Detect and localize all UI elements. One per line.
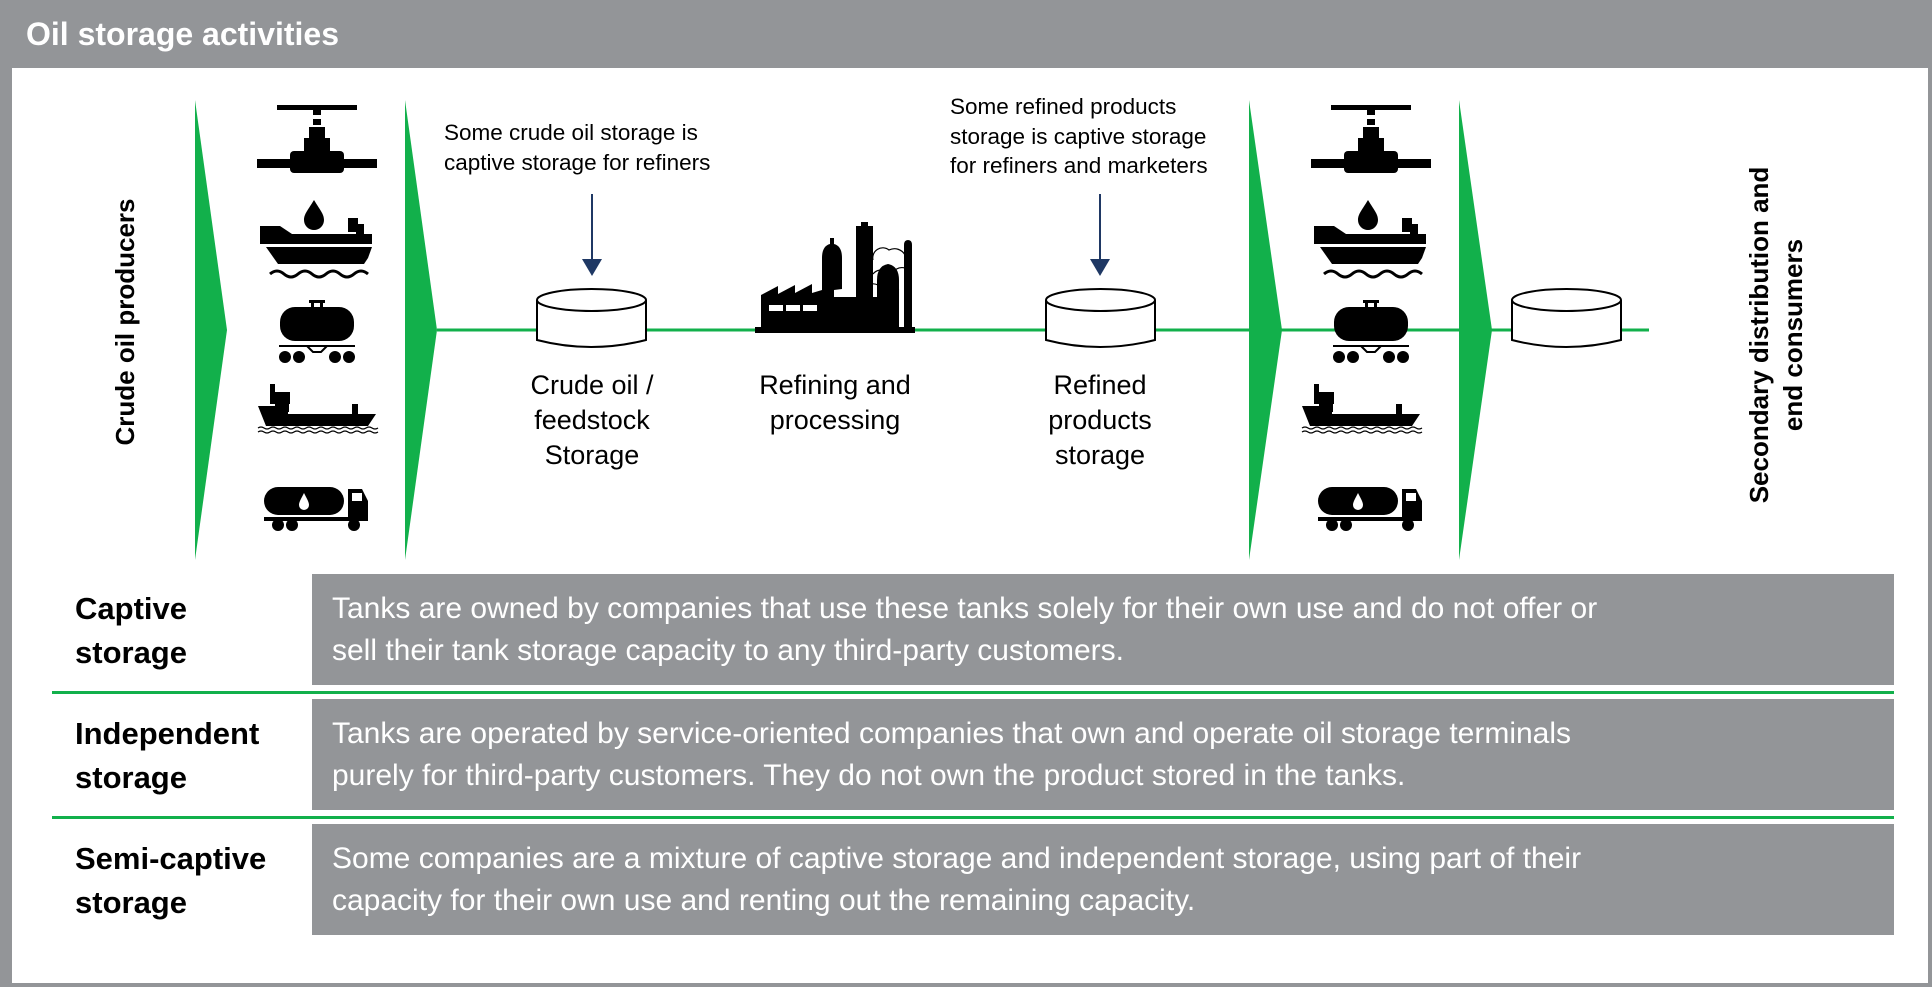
storage-type-description-semi-captive: Some companies are a mixture of captive … [312, 824, 1894, 935]
label-line: Semi-captive [75, 841, 267, 876]
annotation-arrow-crude [582, 194, 602, 276]
annotation-line: Some crude oil storage is [444, 120, 698, 145]
rail-tank-car-icon [278, 299, 356, 364]
stage-label-refining: Refining and processing [759, 368, 911, 438]
description-line: Tanks are owned by companies that use th… [332, 592, 1598, 625]
annotation-line: captive storage for refiners [444, 149, 711, 175]
pipeline-valve-icon [257, 105, 377, 173]
label-line: Independent [75, 716, 260, 751]
label-line: Captive [75, 591, 187, 626]
stage-label-refined-storage: Refined products storage [1048, 368, 1152, 473]
stage-label-line: feedstock [534, 405, 650, 435]
storage-type-description-independent: Tanks are operated by service-oriented c… [312, 699, 1894, 810]
annotation-arrow-refined [1090, 194, 1110, 276]
barge-icon [257, 383, 379, 434]
stage-label-line: Refined [1053, 370, 1147, 400]
stage-label-line: processing [769, 405, 901, 435]
stage-label-line: storage [1054, 440, 1146, 470]
flow-arrow-3 [1249, 100, 1282, 560]
end-label-line-1: Secondary distribution and [1744, 166, 1774, 504]
flow-arrow-4 [1459, 100, 1492, 560]
page-title: Oil storage activities [26, 16, 340, 52]
crude-storage-tank-icon [536, 288, 647, 348]
tanker-truck-icon [1318, 487, 1422, 531]
flow-arrow-1 [195, 100, 227, 560]
barge-icon [1301, 383, 1423, 434]
label-line: storage [75, 760, 187, 795]
source-label: Crude oil producers [110, 198, 140, 446]
storage-type-label-independent: Independent storage [75, 712, 259, 800]
oil-tanker-ship-icon [258, 198, 374, 279]
pipeline-valve-icon [1311, 105, 1431, 173]
row-divider [52, 816, 1894, 819]
stage-label-crude-storage: Crude oil / feedstock Storage [530, 368, 653, 473]
refinery-icon [755, 222, 915, 333]
tanker-truck-icon [264, 487, 368, 531]
secondary-storage-tank-icon [1511, 288, 1622, 348]
annotation-crude-storage: Some crude oil storage is captive storag… [444, 118, 710, 177]
end-label-line-2: end consumers [1778, 238, 1808, 432]
transport-column-primary [257, 105, 379, 531]
stage-label-line: Refining and [759, 370, 911, 400]
flow-arrow-2 [405, 100, 437, 560]
refined-storage-tank-icon [1045, 288, 1156, 348]
storage-type-label-semi-captive: Semi-captive storage [75, 837, 266, 925]
description-line: purely for third-party customers. They d… [332, 759, 1406, 792]
rail-tank-car-icon [1332, 299, 1410, 364]
oil-tanker-ship-icon [1312, 198, 1428, 279]
description-line: sell their tank storage capacity to any … [332, 634, 1125, 667]
stage-label-line: Storage [544, 440, 640, 470]
stage-label-line: Crude oil / [530, 370, 654, 400]
description-line: Some companies are a mixture of captive … [332, 842, 1582, 875]
description-line: Tanks are operated by service-oriented c… [332, 717, 1572, 750]
label-line: storage [75, 885, 187, 920]
row-divider [52, 691, 1894, 694]
end-consumers-label: Secondary distribution and end consumers [1742, 167, 1810, 504]
description-line: capacity for their own use and renting o… [332, 884, 1196, 917]
storage-type-description-captive: Tanks are owned by companies that use th… [312, 574, 1894, 685]
header-bar: Oil storage activities [0, 0, 1932, 68]
transport-column-secondary [1301, 105, 1431, 531]
annotation-refined-storage: Some refined products storage is captive… [950, 92, 1208, 181]
annotation-line: Some refined products [950, 94, 1177, 119]
storage-type-label-captive: Captive storage [75, 587, 187, 675]
label-line: storage [75, 635, 187, 670]
annotation-line: storage is captive storage [950, 123, 1207, 149]
stage-label-line: products [1048, 405, 1152, 435]
annotation-line: for refiners and marketers [950, 153, 1208, 178]
